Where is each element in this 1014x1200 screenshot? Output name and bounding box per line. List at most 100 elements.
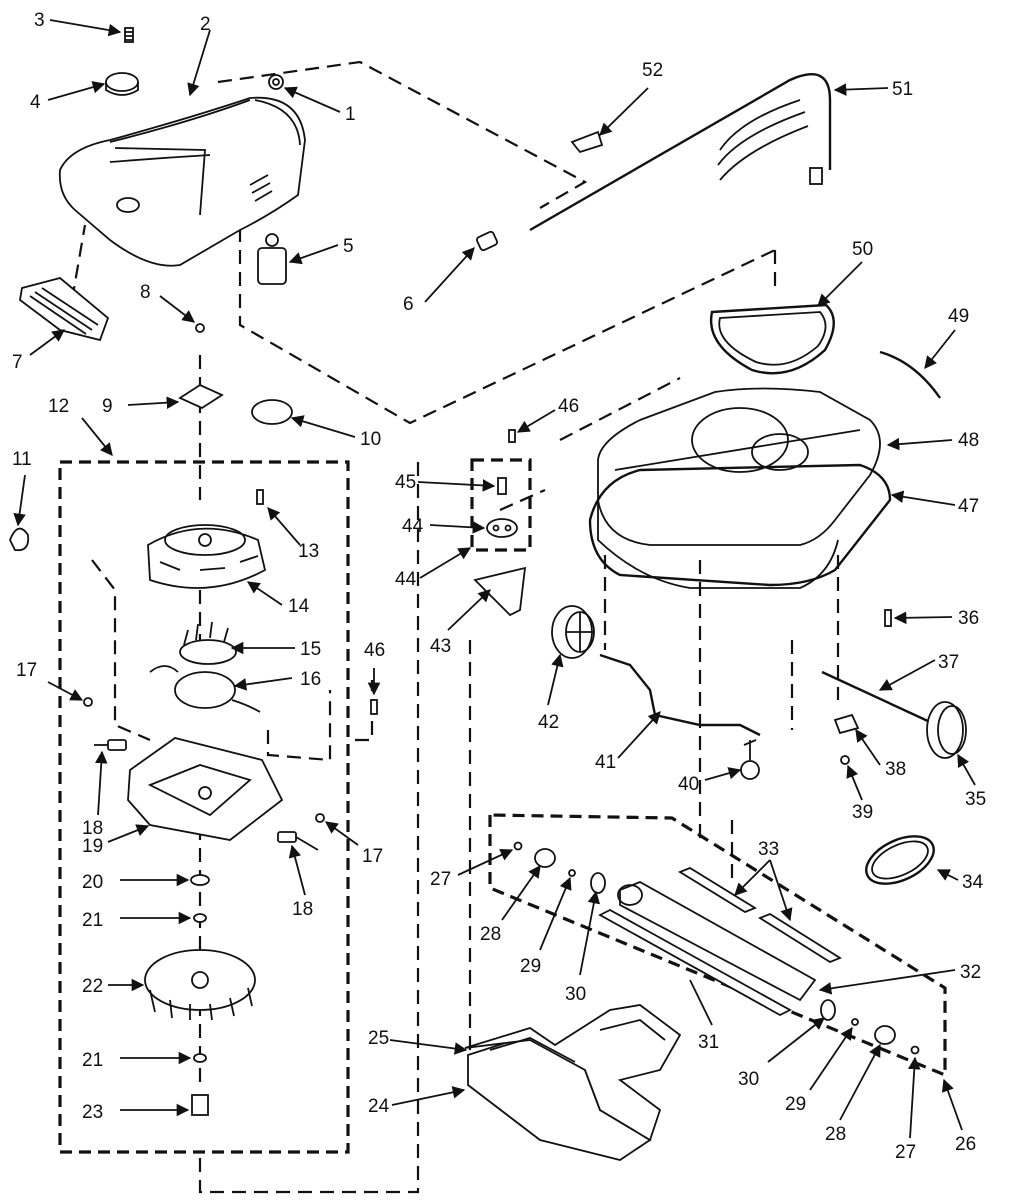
pedal-7 bbox=[19, 277, 110, 342]
callout-30b: 30 bbox=[738, 1069, 759, 1090]
screw-45 bbox=[497, 477, 507, 495]
callout-27b: 27 bbox=[895, 1142, 916, 1163]
callout-48: 48 bbox=[958, 430, 979, 451]
callout-47: 47 bbox=[958, 496, 979, 517]
callout-leaders bbox=[13, 19, 976, 1139]
brush-strips-33 bbox=[678, 866, 842, 964]
screw-46a bbox=[508, 429, 516, 443]
clip-38 bbox=[833, 713, 860, 735]
callout-41: 41 bbox=[595, 752, 616, 773]
exploded-view-guide-lines bbox=[70, 60, 840, 1194]
callout-23: 23 bbox=[82, 1102, 103, 1123]
callout-46b: 46 bbox=[364, 640, 385, 661]
gasket-47 bbox=[588, 463, 892, 587]
bracket-43 bbox=[473, 566, 527, 617]
callout-labels: 3 2 4 1 5 6 7 8 9 10 11 12 13 14 15 16 1… bbox=[12, 10, 986, 1163]
callout-1: 1 bbox=[345, 104, 356, 125]
connector-6 bbox=[475, 230, 499, 252]
callout-52: 52 bbox=[642, 60, 663, 81]
cord-49 bbox=[879, 350, 941, 399]
callout-9: 9 bbox=[102, 396, 113, 417]
callout-6: 6 bbox=[403, 294, 414, 315]
callout-36: 36 bbox=[958, 608, 979, 629]
axle-37 bbox=[821, 670, 931, 724]
screw-27b bbox=[910, 1045, 920, 1055]
callout-35: 35 bbox=[965, 789, 986, 810]
eyelet-40 bbox=[740, 739, 760, 780]
brushroll-32 bbox=[617, 881, 817, 1002]
callout-25: 25 bbox=[368, 1028, 389, 1049]
callout-17b: 17 bbox=[362, 846, 383, 867]
callout-31: 31 bbox=[698, 1032, 719, 1053]
hood-cover bbox=[58, 96, 306, 267]
callout-44a: 44 bbox=[402, 516, 424, 537]
bracket-9 bbox=[178, 383, 224, 410]
brushroll-assembly-box bbox=[488, 813, 947, 1078]
motor-base-19 bbox=[127, 737, 284, 841]
callout-50: 50 bbox=[852, 239, 873, 260]
callout-21b: 21 bbox=[82, 1050, 103, 1071]
screw-46b bbox=[370, 699, 378, 715]
screw-17a bbox=[83, 697, 93, 707]
motor-cover-14 bbox=[147, 524, 267, 589]
callout-45: 45 bbox=[395, 472, 416, 493]
nozzle-top-25 bbox=[464, 1004, 682, 1142]
callout-33: 33 bbox=[758, 839, 779, 860]
nut-1 bbox=[268, 74, 284, 90]
callout-28b: 28 bbox=[825, 1124, 846, 1145]
callout-8: 8 bbox=[140, 282, 151, 303]
brush-strip-31 bbox=[598, 908, 792, 1017]
callout-3: 3 bbox=[34, 10, 45, 31]
terminal-18a bbox=[94, 739, 127, 751]
gasket-50 bbox=[709, 303, 835, 375]
callout-34: 34 bbox=[962, 872, 984, 893]
plate-44 bbox=[486, 518, 518, 538]
callout-29a: 29 bbox=[520, 956, 541, 977]
bracket-assembly-box bbox=[470, 458, 532, 552]
screw-27a bbox=[513, 841, 523, 851]
callout-4: 4 bbox=[30, 92, 41, 113]
washer-29b bbox=[851, 1018, 859, 1026]
washer-29a bbox=[568, 869, 576, 877]
callout-32: 32 bbox=[960, 962, 981, 983]
washer-21a bbox=[193, 913, 207, 923]
callout-7: 7 bbox=[12, 352, 23, 373]
fan-15 bbox=[179, 621, 237, 665]
callout-46a: 46 bbox=[558, 396, 579, 417]
callout-16: 16 bbox=[300, 669, 321, 690]
handle-wire-41 bbox=[599, 653, 761, 737]
callout-37: 37 bbox=[938, 652, 959, 673]
screw-36 bbox=[884, 609, 892, 627]
callout-40: 40 bbox=[678, 774, 699, 795]
end-cap-30b bbox=[820, 999, 836, 1021]
callout-26: 26 bbox=[955, 1134, 976, 1155]
callout-38: 38 bbox=[885, 759, 906, 780]
callout-17a: 17 bbox=[16, 660, 37, 681]
callout-2: 2 bbox=[200, 14, 211, 35]
washer-20 bbox=[190, 874, 210, 886]
callout-29b: 29 bbox=[785, 1094, 806, 1115]
callout-30a: 30 bbox=[565, 984, 586, 1005]
end-cap-30a bbox=[590, 872, 606, 894]
callout-43: 43 bbox=[430, 636, 451, 657]
bearing-28a bbox=[534, 848, 556, 868]
bearing-28b bbox=[874, 1025, 896, 1045]
callout-11: 11 bbox=[12, 449, 32, 470]
belt-34 bbox=[865, 835, 935, 885]
callout-5: 5 bbox=[343, 236, 354, 257]
screw-39 bbox=[840, 755, 850, 765]
clip-11 bbox=[9, 527, 30, 552]
callout-42: 42 bbox=[538, 712, 559, 733]
wheel-42 bbox=[551, 605, 595, 659]
callout-18b: 18 bbox=[292, 899, 313, 920]
impeller-22 bbox=[144, 949, 256, 1021]
knob-4 bbox=[105, 72, 139, 96]
callout-49: 49 bbox=[948, 306, 969, 327]
callout-15: 15 bbox=[300, 639, 321, 660]
screw-13 bbox=[256, 489, 264, 505]
screw-8 bbox=[195, 323, 205, 333]
motor-16 bbox=[149, 665, 261, 713]
callout-39: 39 bbox=[852, 802, 873, 823]
callout-14: 14 bbox=[288, 596, 310, 617]
